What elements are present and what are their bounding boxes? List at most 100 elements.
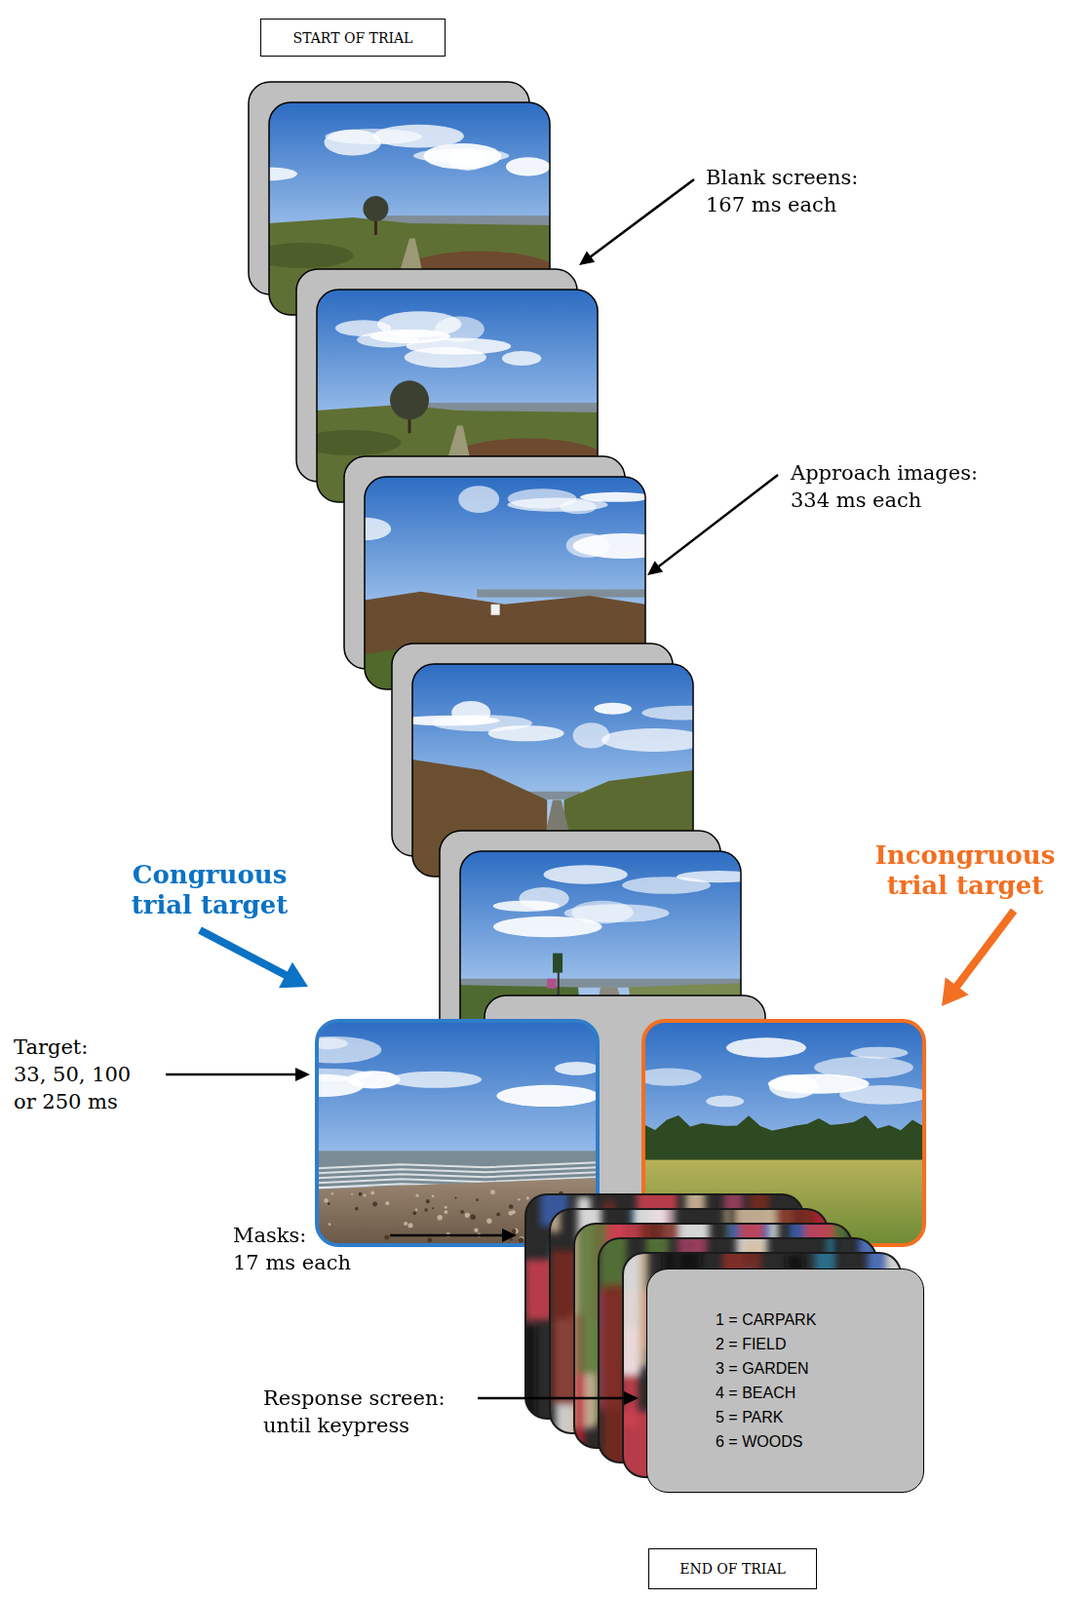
- bench: [491, 604, 501, 616]
- sea: [476, 589, 646, 598]
- cloud: [269, 166, 298, 181]
- pebble: [327, 1202, 331, 1205]
- arrow-head: [941, 976, 970, 1007]
- pebble: [370, 1191, 375, 1196]
- pebble: [358, 1192, 363, 1197]
- callout-text: 17 ms each: [232, 1248, 351, 1277]
- arrow-head: [502, 1228, 517, 1242]
- photo-content: [316, 1020, 598, 1245]
- cloud: [356, 331, 419, 348]
- pebble: [331, 1192, 334, 1195]
- wave: [316, 1166, 598, 1173]
- callout-text: 33, 50, 100 or 250 ms: [13, 1060, 151, 1116]
- cloud: [726, 1037, 807, 1057]
- cloud: [643, 1067, 702, 1086]
- cloud: [839, 1085, 925, 1105]
- cloud: [502, 350, 542, 366]
- pebble: [465, 1212, 470, 1218]
- callout-heading: Approach images:: [790, 459, 978, 487]
- pebble: [424, 1207, 427, 1211]
- pebble: [384, 1235, 389, 1241]
- pebble: [490, 1189, 496, 1195]
- callout-text: 167 ms each: [705, 191, 837, 219]
- pebble: [415, 1207, 419, 1211]
- arrow-shaft: [199, 930, 287, 975]
- pebble: [426, 1199, 430, 1203]
- cloud: [580, 492, 646, 503]
- pebble: [407, 1222, 413, 1228]
- pebble: [431, 1206, 434, 1209]
- node-text: 5 = PARK: [715, 1404, 784, 1430]
- pebble: [444, 1205, 448, 1209]
- pebble: [415, 1194, 419, 1198]
- scrub: [269, 242, 353, 269]
- pebble: [436, 1214, 442, 1220]
- node-text: 6 = WOODS: [715, 1429, 803, 1454]
- trial-start-box: START OF TRIAL: [260, 18, 446, 57]
- condition-arrow: [941, 910, 1014, 1007]
- sign: [552, 953, 563, 973]
- cloud: [641, 705, 694, 721]
- pebble: [426, 1237, 432, 1242]
- leader-arrow: [579, 179, 695, 266]
- scene-photo: [267, 1020, 600, 1245]
- cloud: [388, 1071, 482, 1088]
- pebble: [323, 1198, 329, 1203]
- condition-title: Congruous trial target: [116, 859, 303, 921]
- pebble: [460, 1209, 465, 1214]
- pebble: [412, 1210, 417, 1215]
- cloud: [573, 533, 646, 559]
- cloud: [769, 1074, 818, 1099]
- pebble: [511, 1209, 516, 1214]
- cloud: [705, 1095, 744, 1108]
- cloud: [601, 728, 694, 752]
- pebble: [328, 1222, 332, 1226]
- trial-end-box: END OF TRIAL: [648, 1548, 817, 1590]
- cloud: [406, 338, 511, 355]
- pebble: [526, 1196, 530, 1200]
- pebble: [385, 1201, 389, 1205]
- leader-arrow: [477, 1391, 639, 1405]
- callout-heading: Target:: [13, 1033, 88, 1061]
- leader-arrows: [165, 179, 1014, 1405]
- pebble: [454, 1196, 457, 1199]
- tree-line: [643, 1115, 925, 1164]
- node-text: 3 = GARDEN: [715, 1356, 810, 1381]
- leader-arrow: [647, 474, 778, 576]
- pebble: [475, 1198, 479, 1202]
- response-screen: 1 = CARPARK2 = FIELD3 = GARDEN4 = BEACH5…: [646, 1268, 925, 1493]
- cloud: [573, 722, 611, 748]
- tree-crown: [362, 195, 388, 222]
- wave: [316, 1162, 598, 1168]
- pebble: [469, 1214, 476, 1221]
- node-text: END OF TRIAL: [679, 1560, 786, 1577]
- arrow-head: [623, 1391, 639, 1405]
- leader-arrow: [165, 1067, 311, 1082]
- node-text: 2 = FIELD: [715, 1331, 786, 1357]
- node-text: START OF TRIAL: [293, 30, 414, 46]
- pebble: [496, 1212, 501, 1217]
- cloud: [458, 485, 500, 513]
- arrow-shaft: [658, 474, 778, 567]
- arrow-head: [647, 560, 663, 576]
- pebble: [363, 1194, 367, 1198]
- pebble: [350, 1193, 353, 1196]
- arrow-shaft: [477, 1396, 625, 1400]
- cloud: [423, 143, 502, 169]
- cloud: [493, 900, 561, 912]
- pebble: [443, 1209, 448, 1214]
- arrow-shaft: [389, 1234, 504, 1238]
- cloud: [571, 900, 634, 925]
- callout-heading: Blank screens:: [705, 163, 858, 192]
- condition-arrow: [199, 930, 309, 988]
- cloud: [496, 1085, 598, 1107]
- cloud: [364, 517, 391, 541]
- pebble: [508, 1203, 514, 1209]
- arrow-head: [295, 1067, 311, 1082]
- pebble: [354, 1206, 359, 1211]
- pebble: [509, 1238, 513, 1242]
- mask-stroke: [622, 1252, 641, 1375]
- arrow-shaft: [589, 179, 695, 258]
- cloud: [593, 702, 631, 715]
